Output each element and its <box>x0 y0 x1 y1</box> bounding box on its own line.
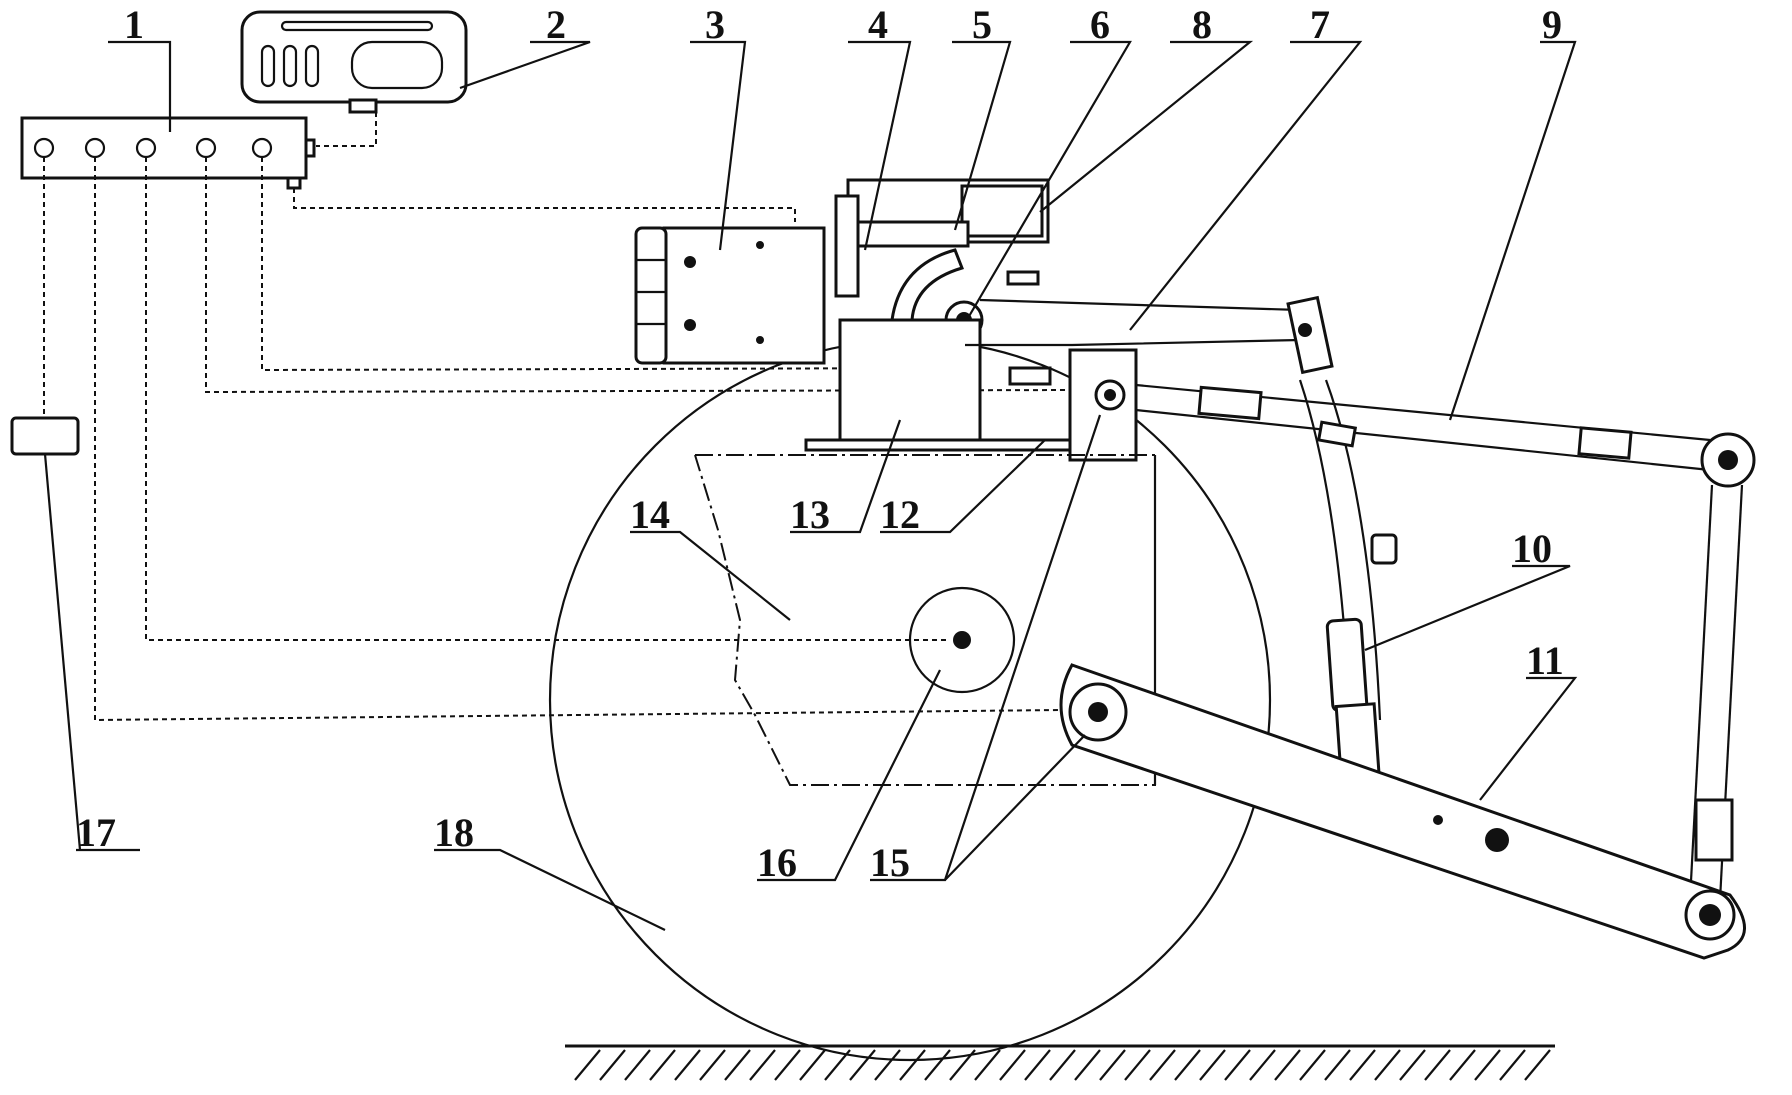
label-8: 8 <box>1192 2 1212 47</box>
motor-block <box>634 226 826 365</box>
label-15: 15 <box>870 840 910 885</box>
drive-housing <box>804 178 1138 462</box>
label-17: 17 <box>76 810 116 855</box>
hub-16 <box>908 586 1016 694</box>
controller-box <box>20 116 316 190</box>
display-unit <box>240 10 468 114</box>
label-10: 10 <box>1512 526 1552 571</box>
rod-9 <box>1135 383 1756 488</box>
leaders <box>76 40 1578 931</box>
label-7: 7 <box>1310 2 1330 47</box>
vertical-link <box>1688 484 1744 901</box>
label-12: 12 <box>880 492 920 537</box>
part-labels: 1 2 3 4 5 6 8 7 9 10 11 12 13 14 16 15 1… <box>76 2 1564 885</box>
label-16: 16 <box>757 840 797 885</box>
label-1: 1 <box>124 2 144 47</box>
wiring <box>43 112 1071 722</box>
label-14: 14 <box>630 492 670 537</box>
sensor-17 <box>10 416 80 456</box>
label-5: 5 <box>972 2 992 47</box>
label-9: 9 <box>1542 2 1562 47</box>
label-11: 11 <box>1526 638 1564 683</box>
beam-11 <box>1059 663 1746 960</box>
ground <box>565 1044 1555 1081</box>
label-6: 6 <box>1090 2 1110 47</box>
arm-7 <box>965 295 1334 375</box>
label-13: 13 <box>790 492 830 537</box>
label-18: 18 <box>434 810 474 855</box>
label-2: 2 <box>546 2 566 47</box>
label-4: 4 <box>868 2 888 47</box>
label-3: 3 <box>705 2 725 47</box>
